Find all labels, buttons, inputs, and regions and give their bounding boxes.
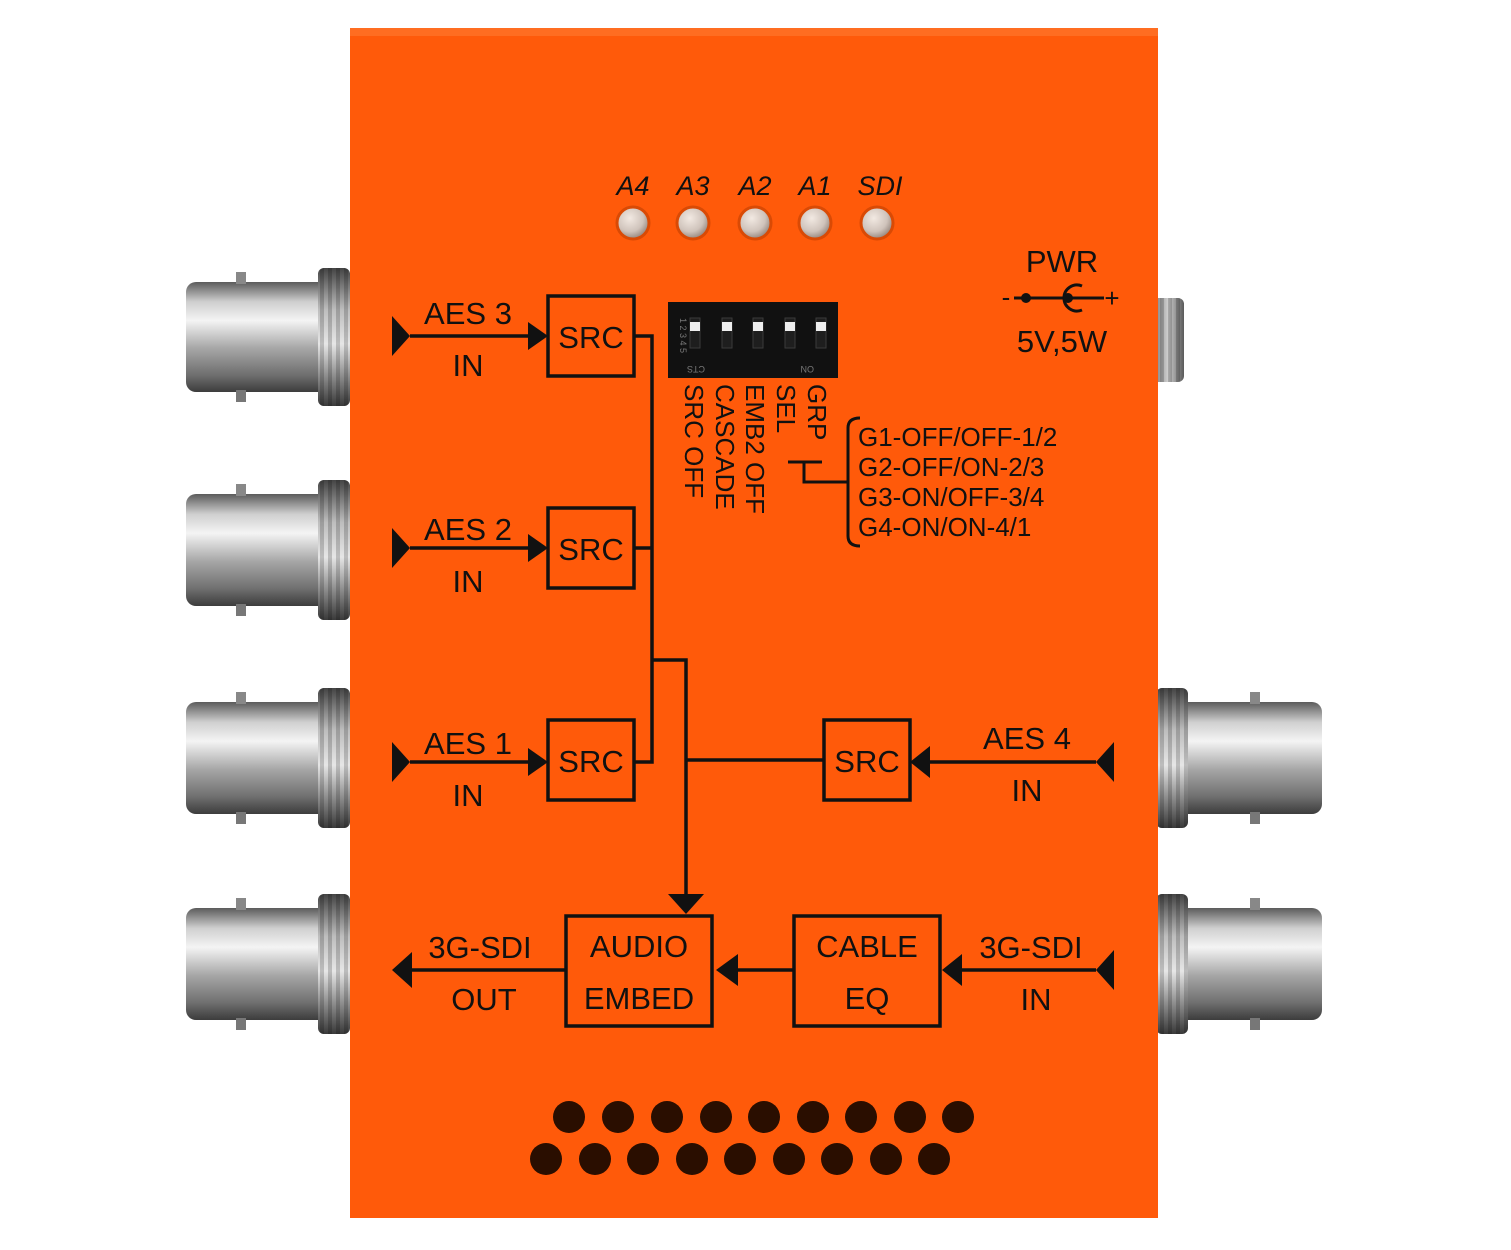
input-aes4-name: AES 4 [983, 721, 1071, 756]
arrow-aes3-head [528, 322, 548, 350]
src-block-aes4: SRC [822, 718, 912, 802]
led-indicator-sdi [859, 205, 895, 241]
sdi-out-name: 3G-SDI [428, 930, 531, 965]
bnc-connectors-left [186, 268, 350, 1034]
src-block-aes3: SRC [546, 294, 636, 378]
arrow-sdi-out [392, 952, 412, 988]
led-panel: A4 A3 A2 A1 SDI [614, 171, 903, 241]
power-section: PWR - + 5V,5W [1002, 244, 1120, 359]
src-label-aes1: SRC [558, 744, 623, 779]
arrow-aes3-tail [392, 316, 410, 356]
arrow-aes2-tail [392, 528, 410, 568]
arrow-sdi-in-tail [1096, 950, 1114, 990]
bnc-connector-sdi-out [186, 894, 350, 1034]
led-indicator-a4 [615, 205, 651, 241]
cable-eq-line2: EQ [845, 981, 890, 1016]
dip-switch-1[interactable] [689, 317, 701, 349]
input-aes2-dir: IN [453, 564, 484, 599]
arrow-bus-to-embed [668, 894, 704, 914]
dip-label-src-off: SRC OFF [679, 384, 709, 498]
device-body-shade [350, 28, 1158, 36]
input-aes4-dir: IN [1012, 773, 1043, 808]
dip-bottom-mark: CTS [687, 364, 705, 374]
arrow-aes1-tail [392, 742, 410, 782]
dip-left-mark: 1 2 3 4 5 [678, 318, 688, 353]
cable-eq-block: CABLE EQ [792, 914, 942, 1028]
arrow-aes2-head [528, 534, 548, 562]
power-rating: 5V,5W [1017, 324, 1108, 359]
bnc-connector-aes1 [186, 688, 350, 828]
arrow-aes4-head [910, 746, 930, 778]
src-block-aes1: SRC [546, 718, 636, 802]
audio-embed-block: AUDIO EMBED [564, 914, 714, 1028]
src-block-aes2: SRC [546, 506, 636, 590]
group-option-g3: G3-ON/OFF-3/4 [858, 482, 1044, 512]
led-label-a3: A3 [674, 171, 709, 201]
group-selection: G1-OFF/OFF-1/2 G2-OFF/ON-2/3 G3-ON/OFF-3… [788, 416, 1057, 548]
cable-eq-line1: CABLE [816, 929, 918, 964]
sdi-in-dir: IN [1021, 982, 1052, 1017]
bnc-connector-sdi-in [1156, 894, 1322, 1034]
dip-label-sel: SEL [771, 384, 801, 433]
power-jack [1152, 298, 1184, 382]
arrow-sdi-in-head [942, 954, 962, 986]
dip-label-cascade: CASCADE [710, 384, 740, 510]
power-minus: - [1002, 282, 1011, 312]
dip-switch[interactable]: 1 2 3 4 5 CTS ON [668, 302, 838, 378]
arrowheads [392, 316, 1114, 990]
power-label: PWR [1026, 244, 1098, 279]
dip-right-mark: ON [801, 364, 815, 374]
input-aes1-name: AES 1 [424, 726, 512, 761]
dip-label-emb2-off: EMB2 OFF [740, 384, 770, 514]
src-label-aes3: SRC [558, 320, 623, 355]
led-label-a2: A2 [736, 171, 771, 201]
src-label-aes2: SRC [558, 532, 623, 567]
led-indicator-a1 [797, 205, 833, 241]
led-label-a4: A4 [614, 171, 649, 201]
dip-switch-2[interactable] [721, 317, 733, 349]
power-plus: + [1104, 283, 1119, 313]
arrow-eq-to-embed [716, 954, 738, 986]
bnc-connector-aes3 [186, 268, 350, 406]
input-aes3-name: AES 3 [424, 296, 512, 331]
led-indicator-a3 [675, 205, 711, 241]
bnc-connector-aes4 [1156, 688, 1322, 828]
arrow-aes4-tail [1096, 742, 1114, 782]
dc-polarity-icon [1014, 283, 1104, 313]
io-labels: AES 3 IN AES 2 IN AES 1 IN AES 4 IN 3G-S… [424, 296, 1083, 1017]
arrow-aes1-head [528, 748, 548, 776]
led-label-sdi: SDI [857, 171, 903, 201]
vent-holes [530, 1101, 974, 1175]
dip-function-labels: GRP SEL EMB2 OFF CASCADE SRC OFF [679, 384, 832, 514]
group-option-g2: G2-OFF/ON-2/3 [858, 452, 1044, 482]
dip-switch-4[interactable] [784, 317, 796, 349]
bnc-connector-aes2 [186, 480, 350, 620]
dip-switch-3[interactable] [752, 317, 764, 349]
dip-switch-5[interactable] [815, 317, 827, 349]
dip-label-grp: GRP [802, 384, 832, 440]
src-label-aes4: SRC [834, 744, 899, 779]
sdi-in-name: 3G-SDI [979, 930, 1082, 965]
input-aes1-dir: IN [453, 778, 484, 813]
led-indicator-a2 [737, 205, 773, 241]
signal-bus [410, 334, 1096, 972]
input-aes2-name: AES 2 [424, 512, 512, 547]
bnc-connectors-right [1156, 688, 1322, 1034]
audio-embed-line1: AUDIO [590, 929, 688, 964]
led-label-a1: A1 [796, 171, 831, 201]
audio-embed-line2: EMBED [584, 981, 694, 1016]
group-option-g1: G1-OFF/OFF-1/2 [858, 422, 1057, 452]
input-aes3-dir: IN [453, 348, 484, 383]
sdi-out-dir: OUT [451, 982, 517, 1017]
group-option-g4: G4-ON/ON-4/1 [858, 512, 1031, 542]
